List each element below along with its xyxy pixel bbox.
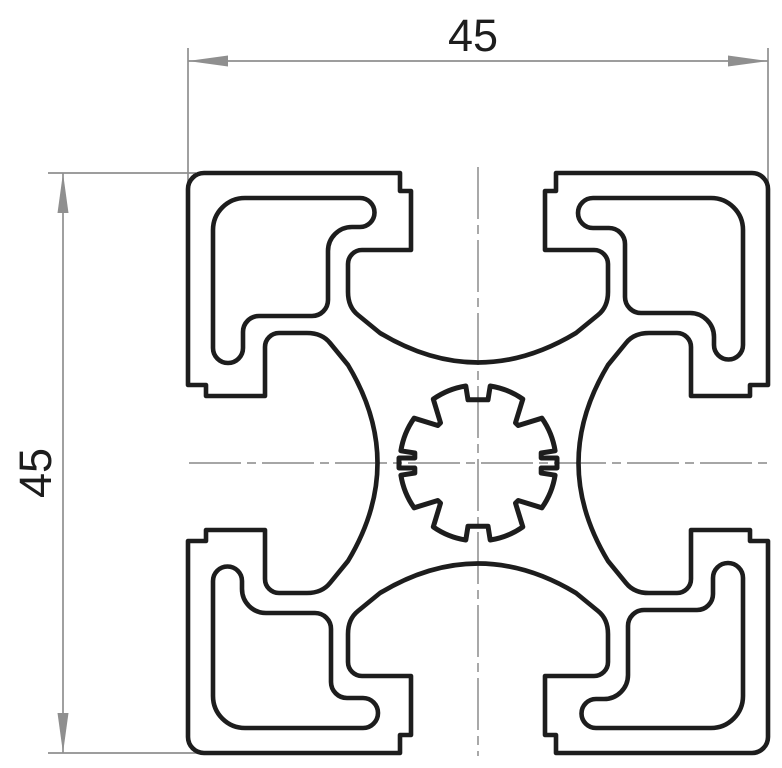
centerlines (189, 167, 770, 756)
dimension-lines (48, 48, 769, 754)
arrow-left-icon (188, 55, 228, 67)
dimension-arrows (57, 55, 768, 753)
center-spline-bore (396, 383, 560, 543)
arrow-up-icon (57, 173, 69, 213)
arrow-right-icon (728, 55, 768, 67)
arrow-down-icon (57, 713, 69, 753)
vertical-dimension-label: 45 (10, 448, 61, 498)
horizontal-dimension-label: 45 (448, 10, 498, 61)
